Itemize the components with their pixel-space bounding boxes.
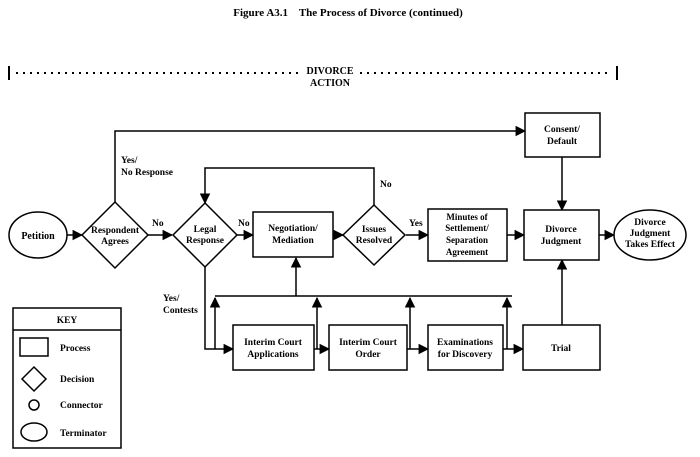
negotiation-node (252, 211, 334, 258)
respondent-agrees-label-1: Respondent (91, 226, 140, 236)
consent-default-node (524, 112, 601, 158)
key-decision-label: Decision (60, 375, 95, 385)
minutes-label-4: Agreement (446, 247, 488, 257)
edge-label-yes-contests-2: Contests (163, 306, 198, 316)
takes-effect-label-3: Takes Effect (625, 240, 676, 250)
minutes-label-1: Minutes of (446, 212, 488, 222)
edge-label-no-2: No (238, 219, 250, 229)
divorce-judgment-label-2: Judgment (541, 237, 582, 247)
edge-respondent-consent (114, 125, 527, 202)
edge-label-no-1: No (152, 219, 164, 229)
edge-label-yes-contests-1: Yes/ (163, 294, 180, 304)
legal-response-node (171, 201, 239, 269)
key-terminator-label: Terminator (60, 429, 107, 439)
minutes-label-3: Separation (446, 235, 488, 245)
trial-node (522, 324, 601, 371)
takes-effect-node (613, 209, 687, 261)
issues-resolved-label-2: Resolved (356, 236, 393, 246)
issues-resolved-node (341, 203, 407, 267)
section-bracket (8, 66, 618, 80)
key-connector-symbol (28, 399, 40, 411)
section-label-line2: ACTION (310, 78, 351, 89)
interim-order-label-1: Interim Court (339, 338, 398, 348)
interim-order-label-2: Order (355, 350, 381, 360)
section-label-line1: DIVORCE (306, 66, 353, 77)
examinations-node (427, 324, 504, 371)
key-connector-label: Connector (60, 401, 104, 411)
takes-effect-label-2: Judgment (630, 229, 671, 239)
key-process-label: Process (60, 344, 91, 354)
divorce-judgment-label-1: Divorce (545, 225, 576, 235)
respondent-agrees-node (80, 200, 150, 270)
takes-effect-label-1: Divorce (634, 218, 665, 228)
interim-order-node (328, 324, 408, 371)
interim-applications-node (232, 324, 315, 371)
edge-label-yes: Yes (409, 219, 423, 229)
edge-legal-contests (204, 267, 235, 355)
legal-response-label-2: Response (186, 236, 224, 246)
edge-issues-no-loop (199, 167, 375, 205)
legal-response-label-1: Legal (194, 225, 217, 235)
divorce-judgment-node (523, 209, 600, 261)
figure-title: Figure A3.1 The Process of Divorce (cont… (233, 7, 463, 19)
examinations-label-1: Examinations (437, 338, 493, 348)
interim-applications-label-2: Applications (247, 350, 299, 360)
edge-label-yes-no-response-1: Yes/ (121, 156, 138, 166)
petition-node (8, 211, 68, 259)
key-decision-symbol (20, 365, 48, 393)
trial-label: Trial (551, 344, 571, 354)
key-process-symbol (19, 337, 49, 357)
key-terminator-symbol (20, 422, 48, 442)
minutes-node (427, 208, 508, 262)
consent-default-label-1: Consent/ (544, 125, 580, 135)
key-title: KEY (57, 316, 78, 326)
negotiation-label-1: Negotiation/ (268, 224, 318, 234)
key-legend: KEY Process Decision Connector Terminato… (12, 307, 122, 449)
edge-label-no-top: No (380, 180, 392, 190)
petition-label: Petition (21, 231, 55, 242)
examinations-label-2: for Discovery (438, 350, 493, 360)
issues-resolved-label-1: Issues (362, 225, 387, 235)
interim-applications-label-1: Interim Court (244, 338, 303, 348)
minutes-label-2: Settlement/ (445, 223, 489, 233)
respondent-agrees-label-2: Agrees (101, 237, 129, 247)
consent-default-label-2: Default (547, 137, 578, 147)
negotiation-label-2: Mediation (272, 236, 314, 246)
edge-label-yes-no-response-2: No Response (121, 168, 173, 178)
